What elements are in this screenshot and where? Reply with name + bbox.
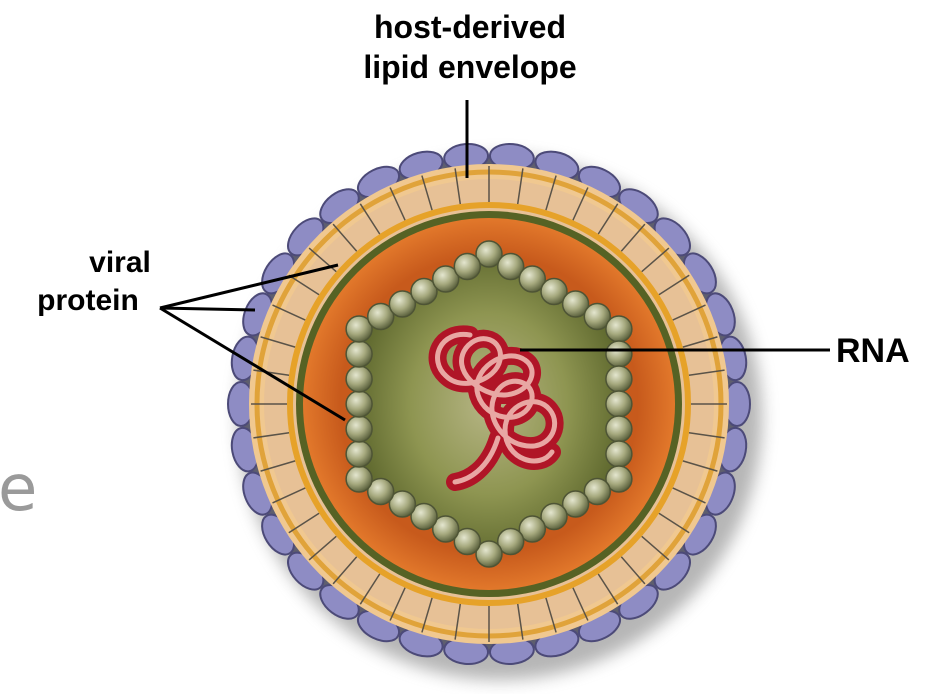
- protein-label-line-1: viral: [89, 246, 151, 279]
- capsid-subunit: [606, 441, 632, 467]
- capsid-subunit: [346, 441, 372, 467]
- capsid-subunit: [346, 391, 372, 417]
- background-text-fragment: e: [0, 452, 37, 526]
- envelope-label-line-1: host-derived: [374, 9, 566, 45]
- protein-leader-line-2: [160, 308, 255, 310]
- capsid-subunit: [346, 366, 372, 392]
- capsid-subunit: [346, 416, 372, 442]
- protein-label-line-2: protein: [37, 284, 139, 317]
- capsid-subunit: [606, 366, 632, 392]
- capsid-subunit: [346, 466, 372, 492]
- capsid-subunit: [346, 341, 372, 367]
- capsid-subunit: [606, 341, 632, 367]
- rna-label: RNA: [836, 332, 910, 370]
- capsid-subunit: [454, 254, 480, 280]
- capsid-subunit: [606, 416, 632, 442]
- capsid-subunit: [606, 391, 632, 417]
- envelope-label-line-2: lipid envelope: [363, 49, 576, 85]
- capsid-subunit: [606, 316, 632, 342]
